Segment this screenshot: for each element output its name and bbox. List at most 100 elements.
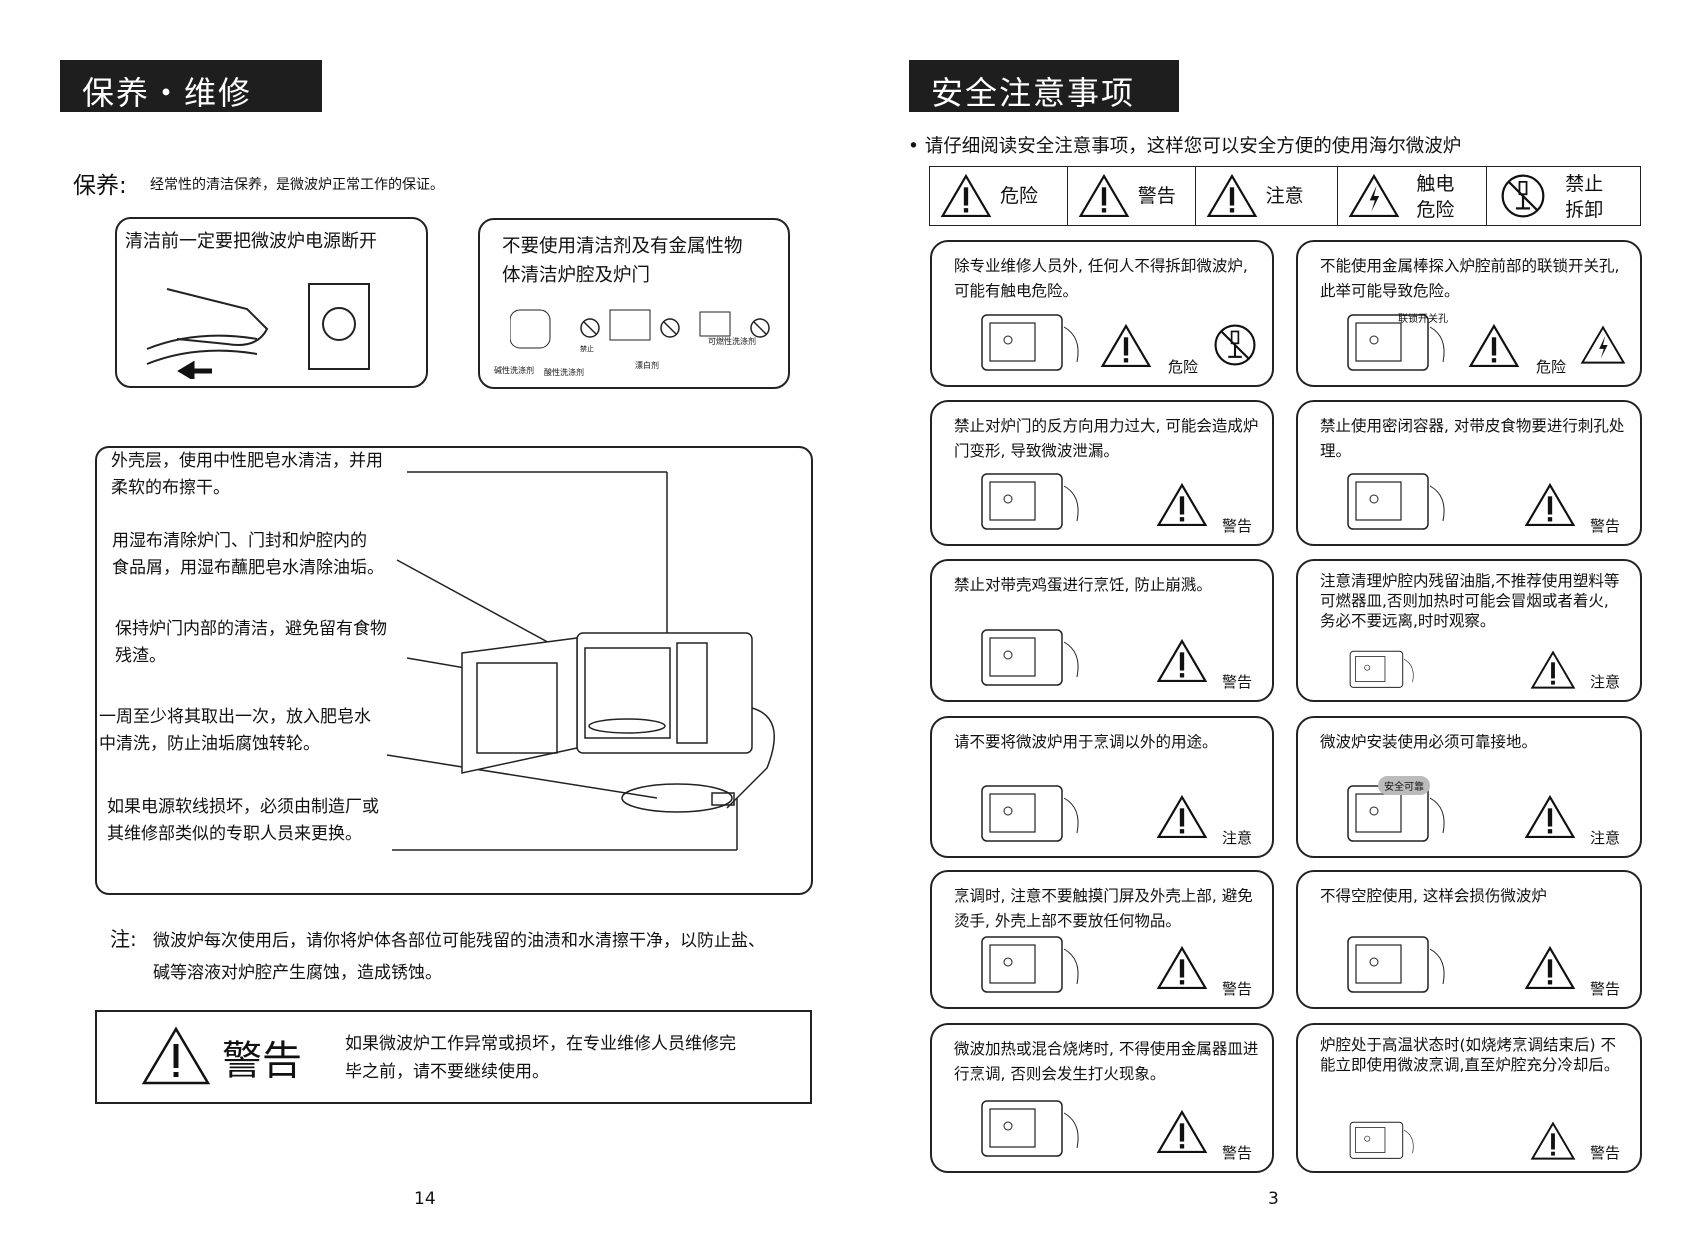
no-detergent-text: 不要使用清洁剂及有金属性物 体清洁炉腔及炉门 [502, 232, 743, 290]
card-text: 禁止对带壳鸡蛋进行烹饪, 防止崩溅。 [954, 576, 1212, 594]
warning-triangle-icon [1530, 1121, 1576, 1165]
callout-door-seal: 用湿布清除炉门、门封和炉腔内的食品屑，用湿布蘸肥皂水清除油垢。 [112, 531, 384, 578]
hazard-level-label: 警告 [1221, 980, 1252, 998]
warning-triangle-icon [1156, 638, 1208, 688]
microwave-illustration [981, 314, 1079, 371]
legend-label: 危险 [1000, 185, 1039, 207]
hazard-level-label: 警告 [1589, 1144, 1620, 1162]
card-text: 不得空腔使用, 这样会损伤微波炉 [1320, 887, 1547, 905]
warning-triangle-icon [1468, 323, 1520, 373]
label-alkaline: 碱性洗涤剂 [494, 366, 534, 375]
no-detergent-line2: 体清洁炉腔及炉门 [502, 265, 651, 286]
page-title-maintenance: 保养・维修 [60, 60, 322, 112]
warning-triangle-icon [1100, 323, 1152, 373]
warning-triangle-icon [940, 173, 992, 224]
unplug-text: 清洁前一定要把微波炉电源断开 [125, 231, 377, 252]
warning-triangle-icon [1524, 945, 1576, 995]
legend-warning-triangle: 危险 [929, 166, 1068, 226]
safety-card: 炉腔处于高温状态时(如烧烤烹调结束后) 不能立即使用微波烹调,直至炉腔充分冷却后… [1296, 1023, 1642, 1173]
microwave-illustration [981, 629, 1079, 686]
safety-card: 禁止对带壳鸡蛋进行烹饪, 防止崩溅。 警告 [930, 559, 1274, 702]
electric-shock-icon [1348, 173, 1400, 224]
microwave-illustration [981, 785, 1079, 842]
label-flammable: 可燃性洗涤剂 [708, 337, 756, 346]
warning-triangle-icon [1156, 945, 1208, 995]
card-text: 请不要将微波炉用于烹调以外的用途。 [954, 733, 1218, 751]
hazard-level-label: 警告 [1589, 980, 1620, 998]
page-number-right: 3 [1268, 1189, 1279, 1209]
label-bleach: 漂白剂 [635, 361, 659, 370]
warning-title: 警告 [222, 1038, 302, 1084]
warning-triangle-icon [1530, 650, 1576, 694]
microwave-illustration [981, 1100, 1079, 1157]
microwave-illustration [981, 473, 1079, 530]
hazard-level-label: 注意 [1589, 673, 1620, 691]
card-text: 注意清理炉腔内残留油脂,不推荐使用塑料等可燃器皿,否则加热时可能会冒烟或者着火,… [1320, 572, 1620, 630]
cleaning-diagram-box: 外壳层，使用中性肥皂水清洁，并用柔软的布擦干。 用湿布清除炉门、门封和炉腔内的食… [95, 446, 813, 895]
callout-power-cord: 如果电源软线损坏，必须由制造厂或其维修部类似的专职人员来更换。 [107, 797, 379, 844]
hazard-level-label: 注意 [1589, 829, 1620, 847]
hazard-level-label: 警告 [1221, 1144, 1252, 1162]
microwave-illustration [981, 936, 1079, 993]
illustration-label: 安全可靠 [1378, 776, 1430, 795]
safety-card: 除专业维修人员外, 任何人不得拆卸微波炉, 可能有触电危险。 危险 [930, 240, 1274, 387]
legend-no-disassembly: 禁止拆卸 [1486, 166, 1641, 226]
no-detergent-line1: 不要使用清洁剂及有金属性物 [502, 236, 743, 257]
warning-box: 警告 如果微波炉工作异常或损坏，在专业维修人员维修完毕之前，请不要继续使用。 [95, 1010, 812, 1104]
prohibit-icons [510, 309, 770, 349]
safety-card: 不能使用金属棒探入炉腔前部的联锁开关孔, 此举可能导致危险。 联锁开关孔 危险 [1296, 240, 1642, 387]
callout-door-inner: 保持炉门内部的清洁，避免留有食物残渣。 [115, 619, 387, 666]
card-text: 禁止使用密闭容器, 对带皮食物要进行刺孔处理。 [1320, 417, 1625, 460]
microwave-illustration [1347, 314, 1445, 371]
microwave-illustration [1347, 785, 1445, 842]
card-text: 不能使用金属棒探入炉腔前部的联锁开关孔, 此举可能导致危险。 [1320, 257, 1620, 300]
legend-label: 禁止拆卸 [1565, 173, 1604, 221]
microwave-illustration [1347, 936, 1445, 993]
legend-label: 注意 [1265, 185, 1304, 207]
hazard-level-label: 警告 [1589, 517, 1620, 535]
no-disassembly-icon [1212, 323, 1258, 371]
safety-card: 微波加热或混合烧烤时, 不得使用金属器皿进行烹调, 否则会发生打火现象。 警告 [930, 1023, 1274, 1173]
maintenance-label: 保养: [73, 173, 127, 199]
safety-card: 微波炉安装使用必须可靠接地。 安全可靠 注意 [1296, 716, 1642, 858]
callout-turntable: 一周至少将其取出一次，放入肥皂水中清洗，防止油垢腐蚀转轮。 [99, 707, 371, 754]
note-label: 注: [110, 927, 137, 951]
label-acid: 酸性洗涤剂 [544, 368, 584, 377]
warning-triangle-icon [1524, 482, 1576, 532]
safety-card: 烹调时, 注意不要触摸门屏及外壳上部, 避免烫手, 外壳上部不要放任何物品。 警… [930, 870, 1274, 1009]
hazard-level-label: 警告 [1221, 673, 1252, 691]
microwave-illustration [1349, 650, 1414, 688]
note-text: 微波炉每次使用后，请你将炉体各部位可能残留的油渍和水清擦干净，以防止盐、碱等溶液… [153, 931, 765, 983]
warning-text: 如果微波炉工作异常或损坏，在专业维修人员维修完毕之前，请不要继续使用。 [345, 1034, 736, 1082]
illustration-label: 联锁开关孔 [1398, 314, 1448, 325]
hazard-level-label: 危险 [1535, 358, 1566, 376]
hazard-level-label: 警告 [1221, 517, 1252, 535]
safety-card: 禁止使用密闭容器, 对带皮食物要进行刺孔处理。 警告 [1296, 400, 1642, 546]
unplug-box: 清洁前一定要把微波炉电源断开 [115, 217, 428, 388]
microwave-diagram [386, 471, 775, 851]
card-text: 微波炉安装使用必须可靠接地。 [1320, 733, 1538, 751]
unplug-illustration [146, 283, 370, 379]
page-title-safety: 安全注意事项 [909, 60, 1179, 112]
legend-label: 警告 [1137, 185, 1176, 207]
legend-warning-triangle: 注意 [1194, 166, 1339, 226]
callout-housing: 外壳层，使用中性肥皂水清洁，并用柔软的布擦干。 [111, 451, 383, 498]
safety-card: 禁止对炉门的反方向用力过大, 可能会造成炉门变形, 导致微波泄漏。 警告 [930, 400, 1274, 546]
safety-card: 请不要将微波炉用于烹调以外的用途。 注意 [930, 716, 1274, 858]
electric-shock-icon [1580, 323, 1626, 371]
legend-label: 触电危险 [1416, 173, 1455, 221]
page-number-left: 14 [414, 1189, 436, 1209]
card-text: 微波加热或混合烧烤时, 不得使用金属器皿进行烹调, 否则会发生打火现象。 [954, 1040, 1259, 1083]
safety-card: 不得空腔使用, 这样会损伤微波炉 警告 [1296, 870, 1642, 1009]
warning-triangle-icon [1524, 794, 1576, 844]
card-text: 禁止对炉门的反方向用力过大, 可能会造成炉门变形, 导致微波泄漏。 [954, 417, 1259, 460]
warning-triangle-icon [141, 1026, 211, 1085]
safety-intro: • 请仔细阅读安全注意事项，这样您可以安全方便的使用海尔微波炉 [908, 136, 1462, 157]
microwave-illustration [1349, 1121, 1414, 1159]
warning-triangle-icon [1156, 794, 1208, 844]
no-disassembly-icon [1497, 173, 1549, 224]
warning-triangle-icon [1156, 1109, 1208, 1159]
legend-warning-triangle: 警告 [1066, 166, 1196, 226]
safety-card: 注意清理炉腔内残留油脂,不推荐使用塑料等可燃器皿,否则加热时可能会冒烟或者着火,… [1296, 559, 1642, 702]
prohibit-label: 禁止 [580, 345, 594, 353]
